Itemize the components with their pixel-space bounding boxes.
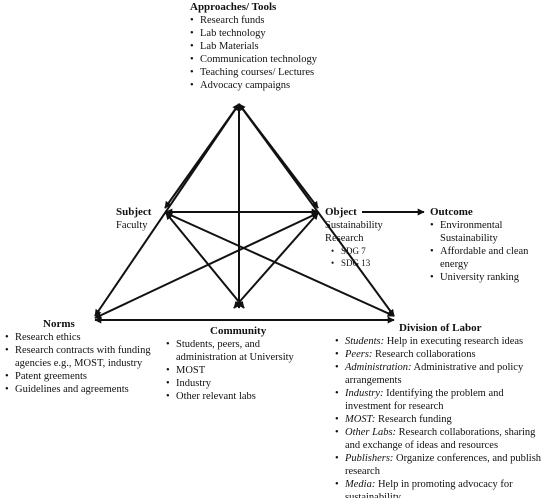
outcome-block: Outcome Environmental Sustainability Aff…	[430, 206, 540, 284]
division-title: Division of Labor	[399, 322, 482, 334]
norms-item: Research contracts with funding agencies…	[5, 344, 155, 370]
division-actor: Publishers:	[345, 453, 394, 464]
approaches-item: Advocacy campaigns	[190, 79, 317, 92]
division-item: Administration: Administrative and polic…	[335, 361, 548, 387]
arrow-object-community	[233, 212, 319, 309]
norms-block: Norms Research ethics Research contracts…	[5, 318, 155, 396]
division-item: Other Labs: Research collaborations, sha…	[335, 426, 548, 452]
outcome-item: Affordable and clean energy	[430, 245, 540, 271]
arrow-subject-community	[165, 212, 245, 309]
division-item: Media: Help in promoting advocacy for su…	[335, 478, 548, 498]
division-actor: Students:	[345, 336, 385, 347]
object-sub: Research	[325, 233, 364, 244]
norms-item: Guidelines and agreements	[5, 383, 155, 396]
community-title: Community	[210, 325, 267, 337]
norms-item: Patent greements	[5, 370, 155, 383]
subject-block: Subject Faculty	[116, 206, 151, 232]
subject-title: Subject	[116, 206, 152, 218]
approaches-item: Research funds	[190, 14, 317, 27]
subject-sub: Faculty	[116, 220, 148, 231]
division-actor: Industry:	[345, 388, 384, 399]
division-actor: Other Labs:	[345, 427, 397, 438]
approaches-item: Teaching courses/ Lectures	[190, 66, 317, 79]
division-role: Research funding	[375, 414, 452, 425]
sdg-item: SDG 7	[331, 245, 383, 257]
division-item: Peers: Research collaborations	[335, 348, 548, 361]
division-actor: MOST:	[345, 414, 376, 425]
approaches-block: Approaches/ Tools Research funds Lab tec…	[190, 1, 317, 92]
object-block: Object Sustainability Research SDG 7 SDG…	[325, 206, 383, 269]
division-role: Organize conferences, and publish resear…	[345, 453, 542, 477]
outcome-title: Outcome	[430, 206, 473, 218]
division-item: Students: Help in executing research ide…	[335, 335, 548, 348]
division-list: Students: Help in executing research ide…	[335, 335, 548, 498]
community-item: Students, peers, and administration at U…	[166, 338, 298, 364]
division-actor: Media:	[345, 479, 376, 490]
norms-title: Norms	[43, 318, 75, 330]
object-sub: Sustainability	[325, 220, 383, 231]
norms-list: Research ethics Research contracts with …	[5, 331, 155, 396]
division-role: Research collaborations	[372, 349, 476, 360]
division-role: Administrative and policy arrangements	[345, 362, 524, 386]
division-role: Identifying the problem and investment f…	[345, 388, 504, 412]
division-role: Research collaborations, sharing and exc…	[345, 427, 536, 451]
division-role: Help in promoting advocacy for sustainab…	[345, 479, 513, 498]
sdg-item: SDG 13	[331, 257, 383, 269]
approaches-title: Approaches/ Tools	[190, 1, 277, 13]
division-actor: Peers:	[345, 349, 373, 360]
division-actor: Administration:	[345, 362, 412, 373]
norms-item: Research ethics	[5, 331, 155, 344]
community-block: Community Students, peers, and administr…	[166, 325, 298, 403]
division-item: Industry: Identifying the problem and in…	[335, 387, 548, 413]
division-item: MOST: Research funding	[335, 413, 548, 426]
sdg-list: SDG 7 SDG 13	[331, 245, 383, 269]
approaches-list: Research funds Lab technology Lab Materi…	[190, 14, 317, 92]
division-role: Help in executing research ideas	[384, 336, 524, 347]
approaches-item: Lab Materials	[190, 40, 317, 53]
approaches-item: Lab technology	[190, 27, 317, 40]
community-item: Industry	[166, 377, 298, 390]
community-list: Students, peers, and administration at U…	[166, 338, 298, 403]
community-item: MOST	[166, 364, 298, 377]
division-block: Division of Labor Students: Help in exec…	[335, 322, 548, 498]
community-item: Other relevant labs	[166, 390, 298, 403]
outcome-list: Environmental Sustainability Affordable …	[430, 219, 540, 284]
outcome-item: University ranking	[430, 271, 540, 284]
approaches-item: Communication technology	[190, 53, 317, 66]
division-item: Publishers: Organize conferences, and pu…	[335, 452, 548, 478]
outcome-item: Environmental Sustainability	[430, 219, 540, 245]
object-title: Object	[325, 206, 357, 218]
